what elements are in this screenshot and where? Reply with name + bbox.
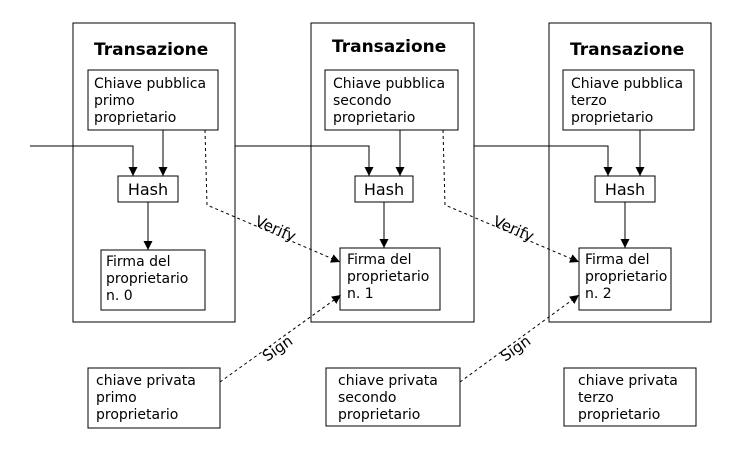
private-key-box <box>325 367 461 427</box>
public-key-line-2: secondo <box>333 93 392 109</box>
private-key-line-3: proprietario <box>96 407 178 423</box>
signature-line-3: n. 0 <box>106 288 133 304</box>
sign-arrow-2 <box>459 294 580 383</box>
signature-box <box>339 247 441 311</box>
transaction-box <box>548 22 712 323</box>
private-key-line-3: proprietario <box>338 407 420 423</box>
private-key-3: chiave privata terzo proprietario <box>563 367 697 427</box>
private-key-box <box>563 367 697 427</box>
private-key-box <box>87 367 221 429</box>
transaction-box <box>310 22 475 323</box>
private-key-line-2: terzo <box>578 390 614 406</box>
transaction-2: Transazione Chiave pubblica secondo prop… <box>310 22 475 323</box>
transaction-title: Transazione <box>94 40 208 60</box>
signature-line-2: proprietario <box>347 269 429 285</box>
signature-line-3: n. 2 <box>585 286 612 302</box>
hash-label: Hash <box>605 180 645 199</box>
transaction-title: Transazione <box>332 37 446 57</box>
signature-line-2: proprietario <box>585 269 667 285</box>
transaction-title: Transazione <box>570 40 684 60</box>
signature-line-1: Firma del <box>347 252 412 268</box>
public-key-line-1: Chiave pubblica <box>571 76 683 92</box>
private-key-line-1: chiave privata <box>96 373 196 389</box>
transaction-1: Transazione Chiave pubblica primo propri… <box>72 22 236 323</box>
signature-line-2: proprietario <box>106 271 188 287</box>
public-key-line-3: proprietario <box>571 110 653 126</box>
incoming-chain-arrow <box>30 145 138 176</box>
transaction-box <box>72 22 236 323</box>
private-key-line-2: secondo <box>338 390 397 406</box>
sign-label-1: Sign <box>259 332 296 366</box>
public-key-line-3: proprietario <box>333 110 415 126</box>
verify-label-1: Verify <box>252 212 298 245</box>
hash-label: Hash <box>128 180 168 199</box>
private-key-line-3: proprietario <box>578 407 660 423</box>
sign-arrow-1 <box>219 294 342 383</box>
private-key-1: chiave privata primo proprietario <box>87 367 221 429</box>
private-key-line-1: chiave privata <box>578 373 678 389</box>
verify-arrow-1 <box>204 129 341 263</box>
chain-arrow-2-to-3 <box>474 145 613 176</box>
public-key-line-1: Chiave pubblica <box>333 76 445 92</box>
signature-box <box>100 249 206 311</box>
private-key-line-1: chiave privata <box>338 373 438 389</box>
private-key-2: chiave privata secondo proprietario <box>325 367 461 427</box>
public-key-line-1: Chiave pubblica <box>94 76 206 92</box>
public-key-box <box>87 69 219 131</box>
public-key-box <box>324 69 459 131</box>
verify-arrow-2 <box>442 129 580 263</box>
private-key-line-2: primo <box>96 390 137 406</box>
sign-label-2: Sign <box>497 332 534 366</box>
public-key-line-2: primo <box>94 93 135 109</box>
hash-label: Hash <box>364 180 404 199</box>
signature-line-1: Firma del <box>106 254 171 270</box>
public-key-box <box>562 69 695 131</box>
signature-line-1: Firma del <box>585 252 650 268</box>
transaction-3: Transazione Chiave pubblica terzo propri… <box>548 22 712 323</box>
public-key-line-3: proprietario <box>94 110 176 126</box>
chain-arrow-1-to-2 <box>235 145 374 176</box>
signature-line-3: n. 1 <box>347 286 374 302</box>
verify-label-2: Verify <box>490 212 536 245</box>
public-key-line-2: terzo <box>571 93 607 109</box>
